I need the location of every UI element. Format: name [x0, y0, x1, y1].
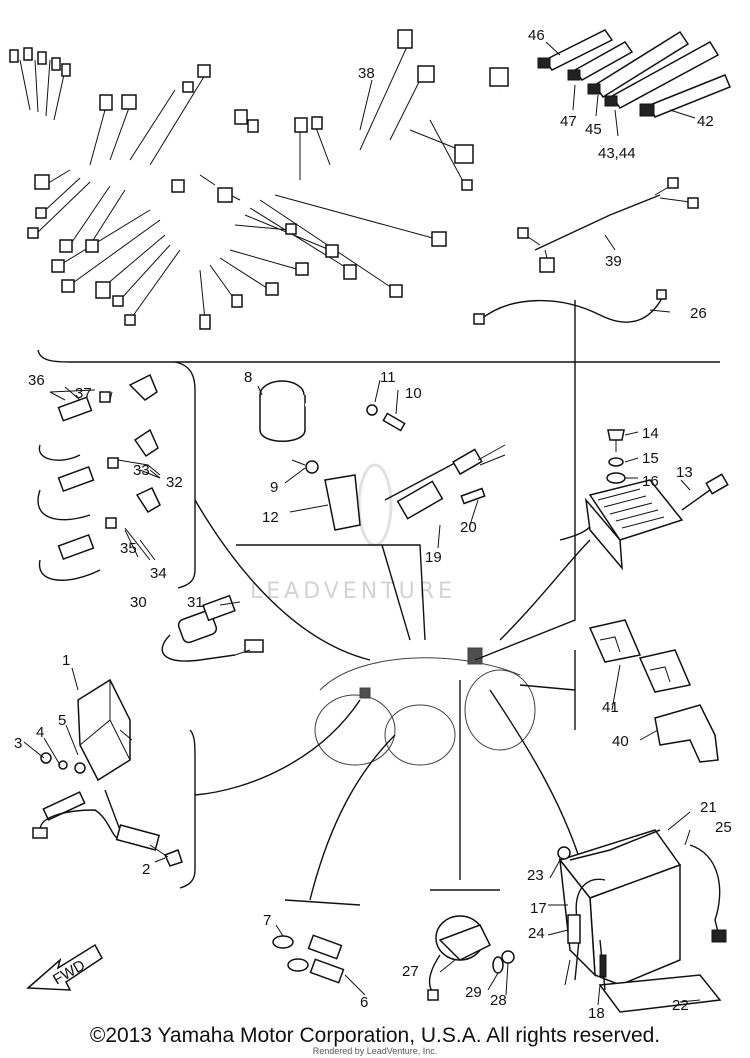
callout-42: 42 — [697, 113, 714, 130]
callout-26: 26 — [690, 305, 707, 322]
callout-21: 21 — [700, 799, 717, 816]
callout-28: 28 — [490, 992, 507, 1009]
callout-35: 35 — [120, 540, 137, 557]
callout-40: 40 — [612, 733, 629, 750]
callout-15: 15 — [642, 450, 659, 467]
callout-4: 4 — [36, 724, 44, 741]
callout-37: 37 — [75, 385, 92, 402]
callout-17: 17 — [530, 900, 547, 917]
battery — [557, 829, 727, 1013]
callout-33: 33 — [133, 462, 150, 479]
leader-lines — [23, 41, 701, 1006]
callout-2: 2 — [142, 861, 150, 878]
callout-13: 13 — [676, 464, 693, 481]
couplers — [588, 619, 719, 763]
callout-16: 16 — [642, 473, 659, 490]
callout-45: 45 — [585, 121, 602, 138]
ignition-coil — [259, 380, 406, 531]
callout-46: 46 — [528, 27, 545, 44]
callout-12: 12 — [262, 509, 279, 526]
callout-29: 29 — [465, 984, 482, 1001]
fwd-arrow: FWD — [26, 943, 103, 991]
callout-1: 1 — [62, 652, 70, 669]
callout-11: 11 — [380, 369, 396, 386]
rendered-by-notice: Rendered by LeadVenture, Inc. — [312, 1046, 438, 1056]
copyright-notice: ©2013 Yamaha Motor Corporation, U.S.A. A… — [89, 1024, 661, 1047]
svg-text:LEADVENTURE: LEADVENTURE — [250, 579, 456, 604]
sensor-30-31 — [161, 594, 264, 662]
callout-43-44: 43,44 — [598, 145, 636, 162]
callout-27: 27 — [402, 963, 419, 980]
callout-24: 24 — [528, 925, 545, 942]
rectifier-regulator — [584, 429, 729, 571]
sub-harness — [517, 177, 699, 273]
horn-switch — [427, 915, 515, 1001]
callout-18: 18 — [588, 1005, 605, 1022]
callout-47: 47 — [560, 113, 577, 130]
callout-31: 31 — [187, 594, 204, 611]
neutral-switch — [272, 934, 345, 984]
callout-14: 14 — [642, 425, 659, 442]
callout-10: 10 — [405, 385, 422, 402]
callout-36: 36 — [28, 372, 45, 389]
callout-8: 8 — [244, 369, 252, 386]
lead-wire — [473, 289, 667, 325]
callout-3: 3 — [14, 735, 22, 752]
callout-32: 32 — [166, 474, 183, 491]
starter-relay — [384, 444, 506, 520]
engine-outline — [314, 647, 536, 766]
switch-group — [37, 373, 161, 581]
callout-labels: 46 47 45 43,44 42 38 39 26 36 37 33 32 3… — [14, 27, 732, 1022]
callout-23: 23 — [527, 867, 544, 884]
callout-9: 9 — [270, 479, 278, 496]
callout-20: 20 — [460, 519, 477, 536]
main-harness — [9, 29, 509, 330]
cdi-unit — [32, 678, 183, 867]
callout-30: 30 — [130, 594, 147, 611]
callout-39: 39 — [605, 253, 622, 270]
callout-41: 41 — [602, 699, 619, 716]
callout-38: 38 — [358, 65, 375, 82]
callout-19: 19 — [425, 549, 442, 566]
bracket-lines — [37, 300, 720, 906]
callout-25: 25 — [715, 819, 732, 836]
cable-ties — [537, 29, 731, 118]
callout-34: 34 — [150, 565, 167, 582]
callout-6: 6 — [360, 994, 368, 1011]
callout-7: 7 — [263, 912, 271, 929]
callout-5: 5 — [58, 712, 66, 729]
callout-22: 22 — [672, 997, 689, 1014]
